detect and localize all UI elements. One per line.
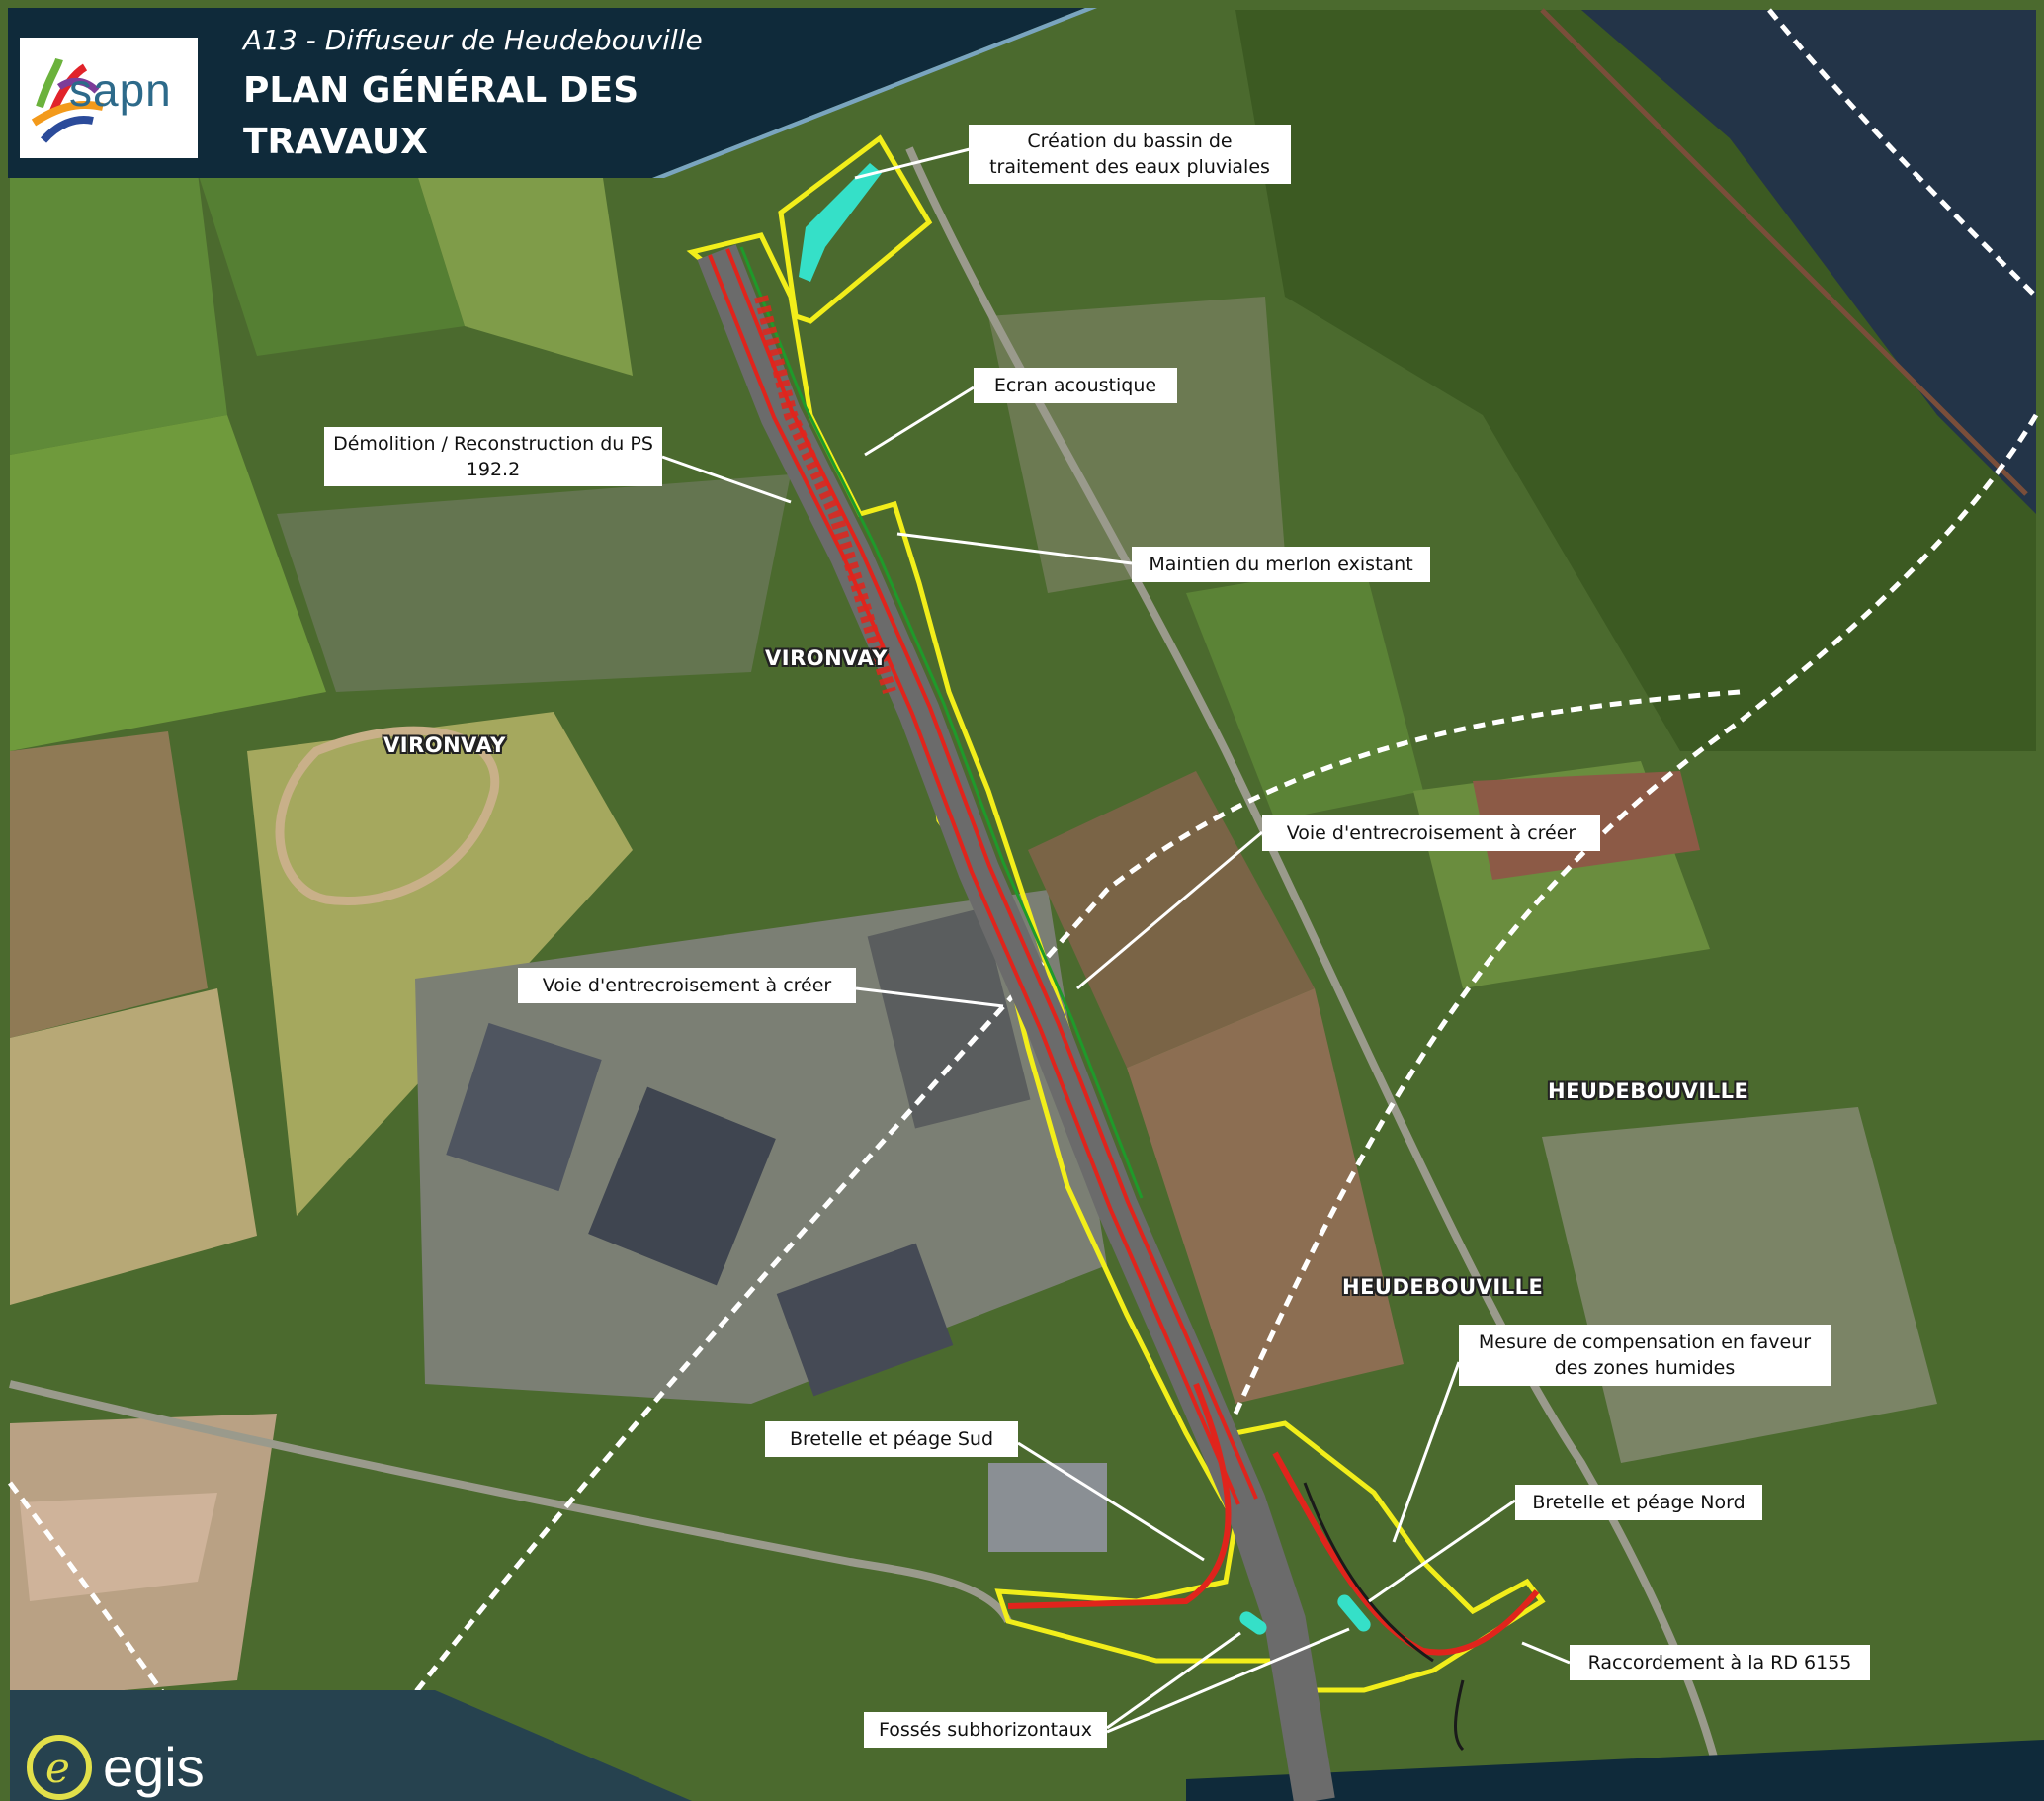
field bbox=[1127, 988, 1404, 1404]
local-road bbox=[905, 146, 1724, 1780]
railway bbox=[1540, 8, 2028, 496]
commune-boundary bbox=[7, 1481, 171, 1702]
field bbox=[10, 173, 227, 455]
callout-demolition: Démolition / Reconstruction du PS 192.2 bbox=[324, 427, 662, 486]
callout-fosses: Fossés subhorizontaux bbox=[864, 1712, 1107, 1748]
leader-raccordement bbox=[1521, 1641, 1571, 1665]
commune-boundary bbox=[354, 689, 1741, 1771]
demolition-zone bbox=[754, 295, 896, 695]
callout-voie-est: Voie d'entrecroisement à créer bbox=[1262, 815, 1600, 851]
leader-bretelle-sud bbox=[1017, 1441, 1205, 1562]
egis-logo-text: egis bbox=[103, 1736, 205, 1798]
motorway-red bbox=[708, 254, 1240, 1505]
footer-band bbox=[10, 1690, 692, 1801]
leader-fosses-1 bbox=[1106, 1631, 1241, 1730]
commune-boundary bbox=[1767, 8, 2038, 299]
warehouse bbox=[867, 907, 1031, 1129]
callout-ecran: Ecran acoustique bbox=[974, 368, 1177, 403]
egis-logo-letter: e bbox=[45, 1744, 70, 1792]
place-label: VIRONVAY bbox=[765, 646, 888, 670]
leader-compensation bbox=[1392, 1361, 1461, 1543]
field bbox=[415, 168, 633, 376]
sapn-logo bbox=[31, 57, 104, 143]
motorway-red bbox=[725, 248, 1258, 1500]
motorway-green bbox=[739, 246, 1144, 1199]
local-road bbox=[9, 1380, 1012, 1624]
leader-voie-est bbox=[1076, 830, 1263, 990]
callout-voie-ouest: Voie d'entrecroisement à créer bbox=[518, 968, 856, 1003]
leader-bassin bbox=[854, 146, 975, 180]
field bbox=[10, 988, 257, 1305]
leader-merlon bbox=[896, 532, 1133, 565]
callout-bassin: Création du bassin de traitement des eau… bbox=[969, 125, 1291, 184]
warehouse bbox=[588, 1086, 776, 1286]
place-label: HEUDEBOUVILLE bbox=[1342, 1275, 1544, 1299]
field bbox=[198, 168, 465, 356]
callout-bretelle-sud: Bretelle et péage Sud bbox=[765, 1421, 1018, 1457]
rainwater-basin bbox=[799, 163, 882, 282]
leader-bretelle-nord bbox=[1368, 1499, 1516, 1603]
callout-raccordement: Raccordement à la RD 6155 bbox=[1570, 1645, 1870, 1680]
leader-fosses-2 bbox=[1106, 1627, 1350, 1734]
field bbox=[20, 1493, 217, 1601]
field bbox=[10, 415, 326, 751]
leader-ecran bbox=[864, 386, 975, 457]
ditch bbox=[1337, 1594, 1371, 1632]
sapn-logo-text: sapn bbox=[69, 64, 172, 116]
callout-compensation: Mesure de compensation en faveur des zon… bbox=[1459, 1325, 1831, 1386]
warehouse bbox=[446, 1022, 602, 1192]
place-label: VIRONVAY bbox=[383, 733, 506, 757]
leader-demolition bbox=[661, 455, 792, 504]
field bbox=[10, 731, 208, 1038]
ramp-south bbox=[1007, 1382, 1232, 1609]
place-label: HEUDEBOUVILLE bbox=[1548, 1079, 1749, 1103]
rd-connection bbox=[1454, 1679, 1465, 1752]
village bbox=[277, 474, 791, 692]
warehouse bbox=[988, 1463, 1107, 1552]
header-edge bbox=[652, 8, 1097, 178]
commune-boundary bbox=[1233, 413, 2039, 1415]
footer-band-right bbox=[1186, 1740, 2044, 1801]
project-perimeter-basin bbox=[778, 134, 933, 324]
ramp-north-black bbox=[1303, 1482, 1434, 1663]
callout-merlon: Maintien du merlon existant bbox=[1132, 547, 1430, 582]
warehouse bbox=[776, 1243, 954, 1397]
racetrack bbox=[275, 726, 500, 905]
callout-bretelle-nord: Bretelle et péage Nord bbox=[1515, 1485, 1762, 1520]
header-title: PLAN GÉNÉRAL DES TRAVAUX bbox=[243, 70, 639, 162]
field bbox=[247, 712, 633, 1216]
header: A13 - Diffuseur de Heudebouville PLAN GÉ… bbox=[8, 8, 1085, 178]
egis-logo-ring bbox=[27, 1735, 92, 1800]
field bbox=[1028, 771, 1315, 1068]
header-subtitle: A13 - Diffuseur de Heudebouville bbox=[243, 24, 703, 56]
ditch bbox=[1239, 1611, 1267, 1635]
header-band bbox=[8, 8, 1085, 178]
leader-voie-ouest bbox=[855, 986, 1004, 1008]
